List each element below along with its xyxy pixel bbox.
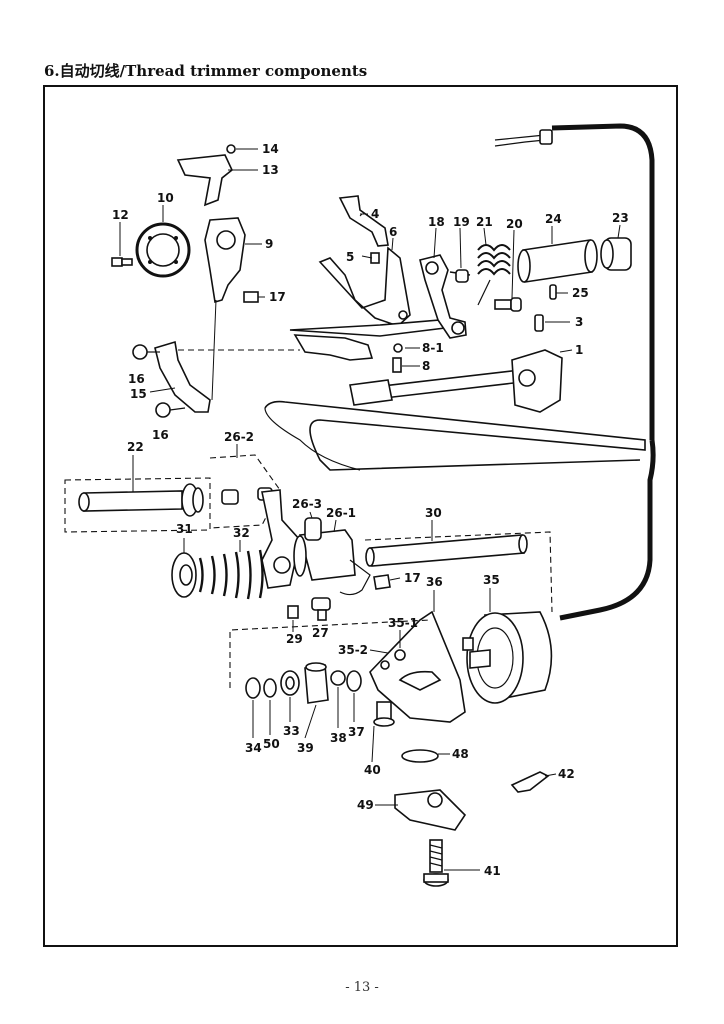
label-35: 35: [483, 573, 500, 587]
label-17-upper: 17: [269, 290, 286, 304]
label-4: 4: [371, 207, 379, 221]
label-42: 42: [558, 767, 575, 781]
label-26-2: 26-2: [224, 430, 254, 444]
label-29: 29: [286, 632, 303, 646]
label-1: 1: [575, 343, 583, 357]
part-41-screw: [423, 839, 480, 887]
part-29-setscrew: [287, 605, 299, 632]
label-38: 38: [330, 731, 347, 745]
part-31-collar: [171, 538, 197, 598]
part-42-plate: [510, 771, 557, 793]
label-23: 23: [612, 211, 629, 225]
label-36: 36: [426, 575, 443, 589]
part-21-spring: [477, 244, 511, 306]
page-number: - 13 -: [345, 980, 379, 995]
label-12: 12: [112, 208, 129, 222]
label-34: 34: [245, 741, 262, 755]
label-16-upper: 16: [128, 372, 145, 386]
part-number-labels: 14 13 10 12 9 17 16 15 16 4 5 6 8-1 8 18…: [112, 142, 629, 878]
page-title: 6.自动切线/Thread trimmer components: [44, 62, 368, 80]
label-5: 5: [346, 250, 354, 264]
label-49: 49: [357, 798, 374, 812]
label-20: 20: [506, 217, 523, 231]
part-30-rod: [364, 520, 553, 613]
label-25: 25: [572, 286, 589, 300]
diagram-frame: [43, 85, 678, 947]
label-37: 37: [348, 725, 365, 739]
part-32-spring: [198, 540, 264, 600]
part-22-shaft: [64, 455, 211, 533]
label-48: 48: [452, 747, 469, 761]
part-40-screw: [371, 701, 395, 763]
part-25-pin: [549, 284, 557, 300]
part-9-lever: [204, 217, 265, 401]
label-22: 22: [127, 440, 144, 454]
part-12-screw: [111, 222, 133, 267]
lower-washer-row: [229, 619, 431, 739]
label-40: 40: [364, 763, 381, 777]
label-39: 39: [297, 741, 314, 755]
part-24-sleeve: [517, 239, 598, 283]
label-8: 8: [422, 359, 430, 373]
label-6: 6: [389, 225, 397, 239]
part-23-collar: [600, 237, 632, 271]
label-3: 3: [575, 315, 583, 329]
part-20-screw: [494, 297, 522, 312]
bed-plate: [264, 400, 646, 471]
label-26-1: 26-1: [326, 506, 356, 520]
part-3-pin: [534, 314, 570, 332]
part-1-shaft: [349, 349, 573, 413]
part-19-pin: [455, 269, 469, 283]
label-30: 30: [425, 506, 442, 520]
part-18-lever: [419, 254, 471, 339]
label-21: 21: [476, 215, 493, 229]
label-17-lower: 17: [404, 571, 421, 585]
label-31: 31: [176, 522, 193, 536]
part-36-bracket: [369, 590, 466, 723]
label-15: 15: [130, 387, 147, 401]
part-35-solenoid: [462, 588, 553, 704]
part-13-bracket: [176, 144, 258, 207]
part-15-arm: [132, 340, 300, 418]
part-27-screw: [311, 597, 331, 621]
label-35-2: 35-2: [338, 643, 368, 657]
label-50: 50: [263, 737, 280, 751]
label-14: 14: [262, 142, 279, 156]
part-17-nut: [373, 574, 401, 590]
leader-lines: [360, 213, 621, 367]
part-26-lever: [261, 489, 371, 596]
label-24: 24: [545, 212, 562, 226]
part-48-clip: [401, 749, 450, 763]
label-19: 19: [453, 215, 470, 229]
label-13: 13: [262, 163, 279, 177]
label-10: 10: [157, 191, 174, 205]
cable-harness: [494, 123, 656, 621]
label-27: 27: [312, 626, 329, 640]
part-10-washer: [135, 205, 191, 278]
label-18: 18: [428, 215, 445, 229]
label-32: 32: [233, 526, 250, 540]
label-35-1: 35-1: [388, 616, 418, 630]
label-8-1: 8-1: [422, 341, 444, 355]
label-9: 9: [265, 237, 273, 251]
label-16-lower: 16: [152, 428, 169, 442]
part-49-holder: [375, 789, 467, 831]
label-33: 33: [283, 724, 300, 738]
part-4-6-bracket: [318, 195, 411, 327]
label-26-3: 26-3: [292, 497, 322, 511]
label-41: 41: [484, 864, 501, 878]
